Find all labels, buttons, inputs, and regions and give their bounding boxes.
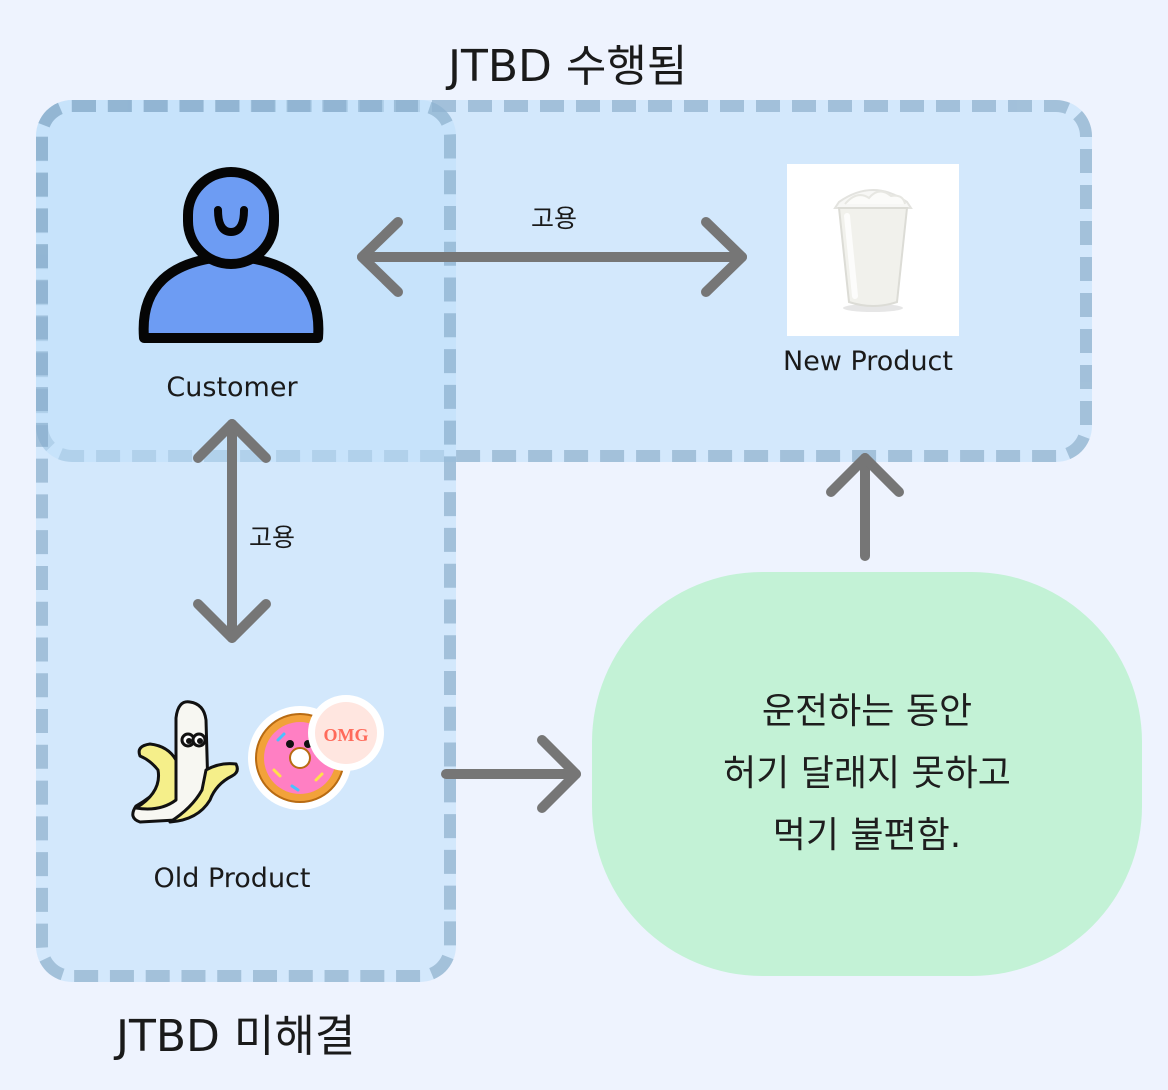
zone-jtbd-unsolved <box>36 100 456 982</box>
milkshake-icon <box>833 189 913 312</box>
title-jtbd-done: JTBD 수행됨 <box>448 41 688 92</box>
old-product-label: Old Product <box>153 863 311 894</box>
title-jtbd-unsolved: JTBD 미해결 <box>116 1011 356 1062</box>
new-product-image <box>787 164 959 336</box>
arrow-pain-point-new-product <box>826 453 904 561</box>
new-product-label: New Product <box>783 346 953 377</box>
pain-point-line-3: 먹기 불편함. <box>772 815 962 856</box>
customer-label: Customer <box>166 372 298 403</box>
pain-point-line-1: 운전하는 동안 <box>761 691 973 732</box>
pain-point-line-2: 허기 달래지 못하고 <box>723 753 1011 794</box>
arrow-old-product-pain-point <box>441 735 581 813</box>
pain-point-bubble: 운전하는 동안 허기 달래지 못하고 먹기 불편함. <box>592 572 1142 976</box>
